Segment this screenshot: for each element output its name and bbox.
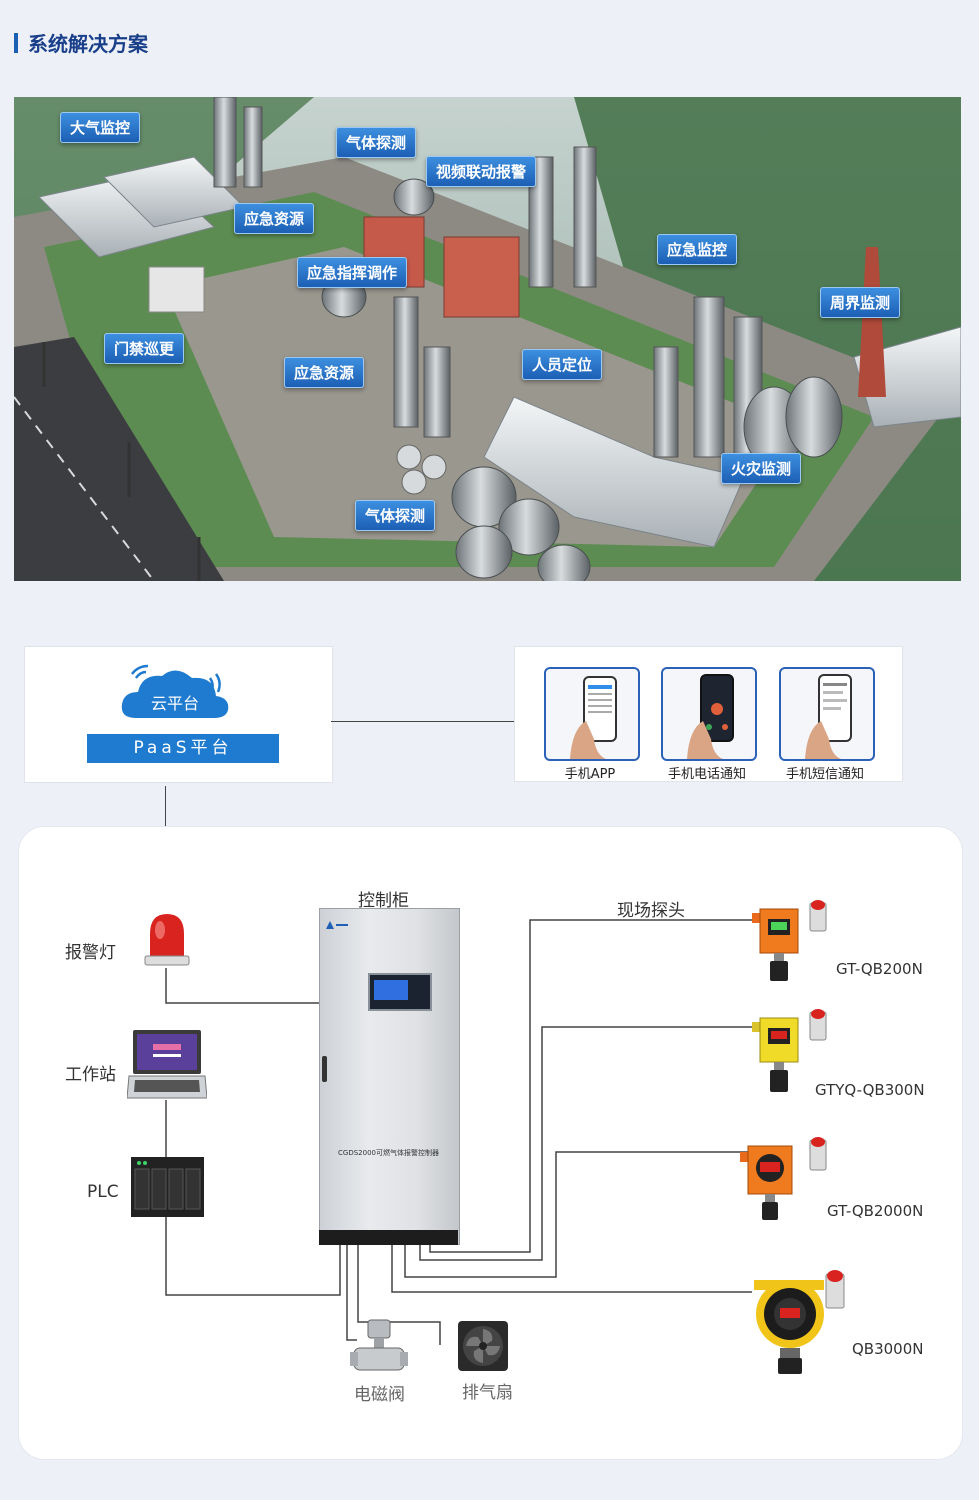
fan-label: 排气扇 [462, 1383, 513, 1403]
plc-label: PLC [87, 1182, 119, 1202]
alarm-light-label: 报警灯 [65, 943, 116, 963]
probe-model-4: QB3000N [852, 1340, 924, 1358]
tag-emergency-monitor: 应急监控 [657, 234, 738, 265]
laptop-icon [126, 1028, 208, 1101]
phone-call-image [661, 667, 757, 761]
valve-label: 电磁阀 [354, 1385, 405, 1405]
plc-icon [131, 1157, 204, 1217]
phone-sms-image [779, 667, 875, 761]
phone-sms-label: 手机短信通知 [785, 767, 864, 782]
probes-label: 现场探头 [617, 901, 685, 921]
tag-fire-monitor: 火灾监测 [721, 453, 802, 484]
probe-qb3000n-icon [748, 1264, 848, 1376]
connector-cloud-notify [331, 721, 514, 722]
tag-perimeter-monitor: 周界监测 [820, 287, 901, 318]
probe-gt-qb2000n-icon [740, 1132, 832, 1222]
phone-call-label: 手机电话通知 [667, 767, 746, 782]
cabinet-touch-screen [368, 973, 432, 1011]
connector-cloud-system [165, 786, 166, 826]
paas-platform-label: PaaS平台 [87, 734, 279, 763]
probe-model-2: GTYQ-QB300N [815, 1081, 925, 1099]
cloud-label: 云平台 [150, 694, 199, 713]
tag-gas-detection-top: 气体探测 [336, 127, 417, 158]
notification-box: 手机APP 手机电话通知 手机短信通知 [514, 646, 903, 782]
title-accent-bar [14, 33, 18, 53]
solenoid-valve-icon [350, 1318, 408, 1374]
tag-atmosphere-monitor: 大气监控 [60, 112, 141, 143]
tag-emergency-resources-top: 应急资源 [234, 203, 315, 234]
cloud-icon [118, 664, 232, 722]
cabinet-base [319, 1230, 458, 1245]
cabinet-logo-icon [326, 914, 348, 929]
page-title: 系统解决方案 [28, 32, 148, 56]
tag-personnel-location: 人员定位 [522, 349, 603, 380]
cabinet-model-text: CGDS2000可燃气体报警控制器 [338, 1149, 439, 1157]
workstation-label: 工作站 [65, 1065, 116, 1085]
tag-video-alarm: 视频联动报警 [426, 156, 537, 187]
cabinet-handle [322, 1056, 327, 1082]
probe-model-3: GT-QB2000N [827, 1202, 924, 1220]
cabinet-label: 控制柜 [358, 891, 409, 911]
probe-gt-qb200n-icon [752, 897, 832, 983]
tag-emergency-resources-mid: 应急资源 [284, 357, 365, 388]
exhaust-fan-icon [458, 1321, 508, 1371]
probe-gtyq-qb300n-icon [752, 1008, 832, 1094]
phone-app-label: 手机APP [564, 767, 616, 782]
control-cabinet [319, 908, 460, 1245]
tag-emergency-command: 应急指挥调作 [297, 257, 408, 288]
alarm-light-icon [142, 908, 192, 968]
plant-illustration: 大气监控 气体探测 视频联动报警 应急资源 应急指挥调作 应急监控 周界监测 门… [13, 96, 962, 590]
tag-gas-detection-bottom: 气体探测 [355, 500, 436, 531]
phone-app-image [544, 667, 640, 761]
tag-access-patrol: 门禁巡更 [104, 333, 185, 364]
probe-model-1: GT-QB200N [836, 960, 923, 978]
